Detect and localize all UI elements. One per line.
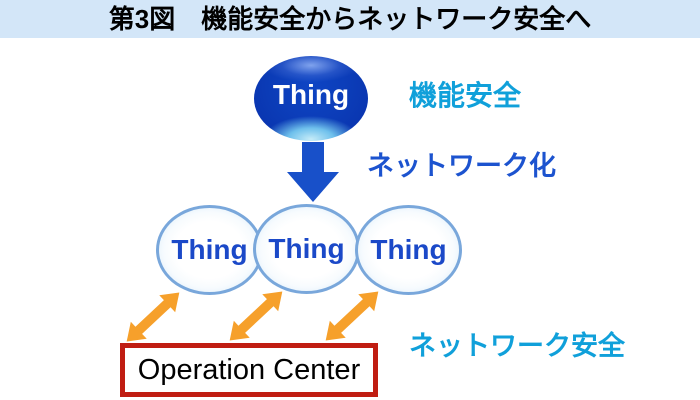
thing-node-2: Thing	[253, 204, 360, 294]
functional-safety-label: 機能安全	[409, 80, 522, 111]
networkization-label: ネットワーク化	[367, 151, 556, 181]
thing-sphere: Thing	[254, 56, 368, 141]
down-arrow-icon	[286, 142, 340, 203]
double-headed-arrow-icon	[317, 282, 387, 350]
operation-center-label: Operation Center	[137, 353, 361, 386]
thing-node-label: Thing	[268, 233, 345, 264]
operation-center-box: Operation Center	[120, 343, 378, 397]
thing-node-label: Thing	[370, 234, 447, 265]
network-safety-label: ネットワーク安全	[409, 331, 625, 361]
double-headed-arrow-icon	[221, 282, 291, 350]
figure-header: 第3図 機能安全からネットワーク安全へ	[0, 0, 700, 38]
thing-node-3: Thing	[355, 205, 462, 295]
thing-node-label: Thing	[171, 234, 248, 265]
figure-title: 第3図 機能安全からネットワーク安全へ	[108, 4, 592, 34]
thing-sphere-label: Thing	[272, 78, 350, 110]
double-headed-arrow-icon	[118, 283, 188, 351]
thing-node-1: Thing	[156, 205, 263, 295]
